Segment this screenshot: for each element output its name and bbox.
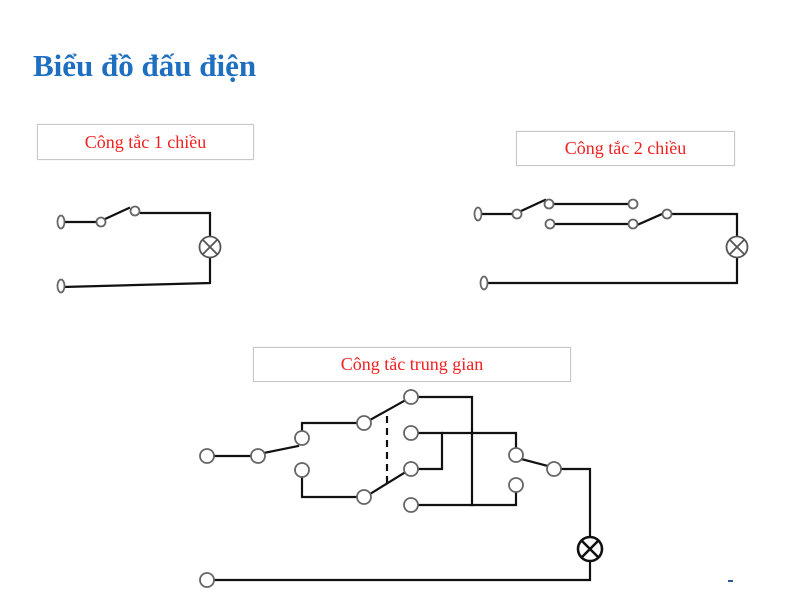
- supply-terminal-icon: [199, 572, 215, 588]
- supply-terminal-icon: [479, 275, 489, 291]
- intermediate-switch-circuit: [199, 389, 604, 588]
- label-intermediate-switch: Công tắc trung gian: [253, 347, 571, 382]
- switch-contact-icon: [403, 389, 419, 405]
- lamp-icon: [725, 235, 749, 259]
- switch-contact-icon: [403, 425, 419, 441]
- supply-terminal-icon: [199, 448, 215, 464]
- switch-contact-icon: [294, 430, 310, 446]
- switch-contact-icon: [543, 198, 555, 210]
- supply-terminal-icon: [473, 206, 483, 222]
- switch-contact-icon: [508, 447, 524, 463]
- label-one-way-switch: Công tắc 1 chiều: [37, 124, 254, 160]
- lamp-icon: [576, 535, 604, 563]
- two-way-switch-circuit: [473, 198, 749, 291]
- stray-mark: [728, 580, 733, 582]
- one-way-switch-circuit: [56, 205, 222, 294]
- switch-contact-icon: [95, 216, 107, 228]
- switch-contact-icon: [403, 461, 419, 477]
- switch-contact-icon: [661, 208, 673, 220]
- switch-contact-icon: [546, 461, 562, 477]
- switch-contact-icon: [508, 477, 524, 493]
- label-two-way-switch: Công tắc 2 chiều: [516, 131, 735, 166]
- switch-contact-icon: [250, 448, 266, 464]
- switch-contact-icon: [627, 218, 639, 230]
- switch-contact-icon: [129, 205, 141, 217]
- page-title: Biểu đồ đấu điện: [33, 48, 257, 83]
- switch-contact-icon: [627, 198, 639, 210]
- switch-contact-icon: [511, 208, 523, 220]
- lamp-icon: [198, 235, 222, 259]
- switch-contact-icon: [544, 218, 556, 230]
- supply-terminal-icon: [56, 278, 66, 294]
- supply-terminal-icon: [56, 214, 66, 230]
- switch-contact-icon: [294, 462, 310, 478]
- switch-contact-icon: [403, 497, 419, 513]
- switch-contact-icon: [356, 415, 372, 431]
- switch-contact-icon: [356, 489, 372, 505]
